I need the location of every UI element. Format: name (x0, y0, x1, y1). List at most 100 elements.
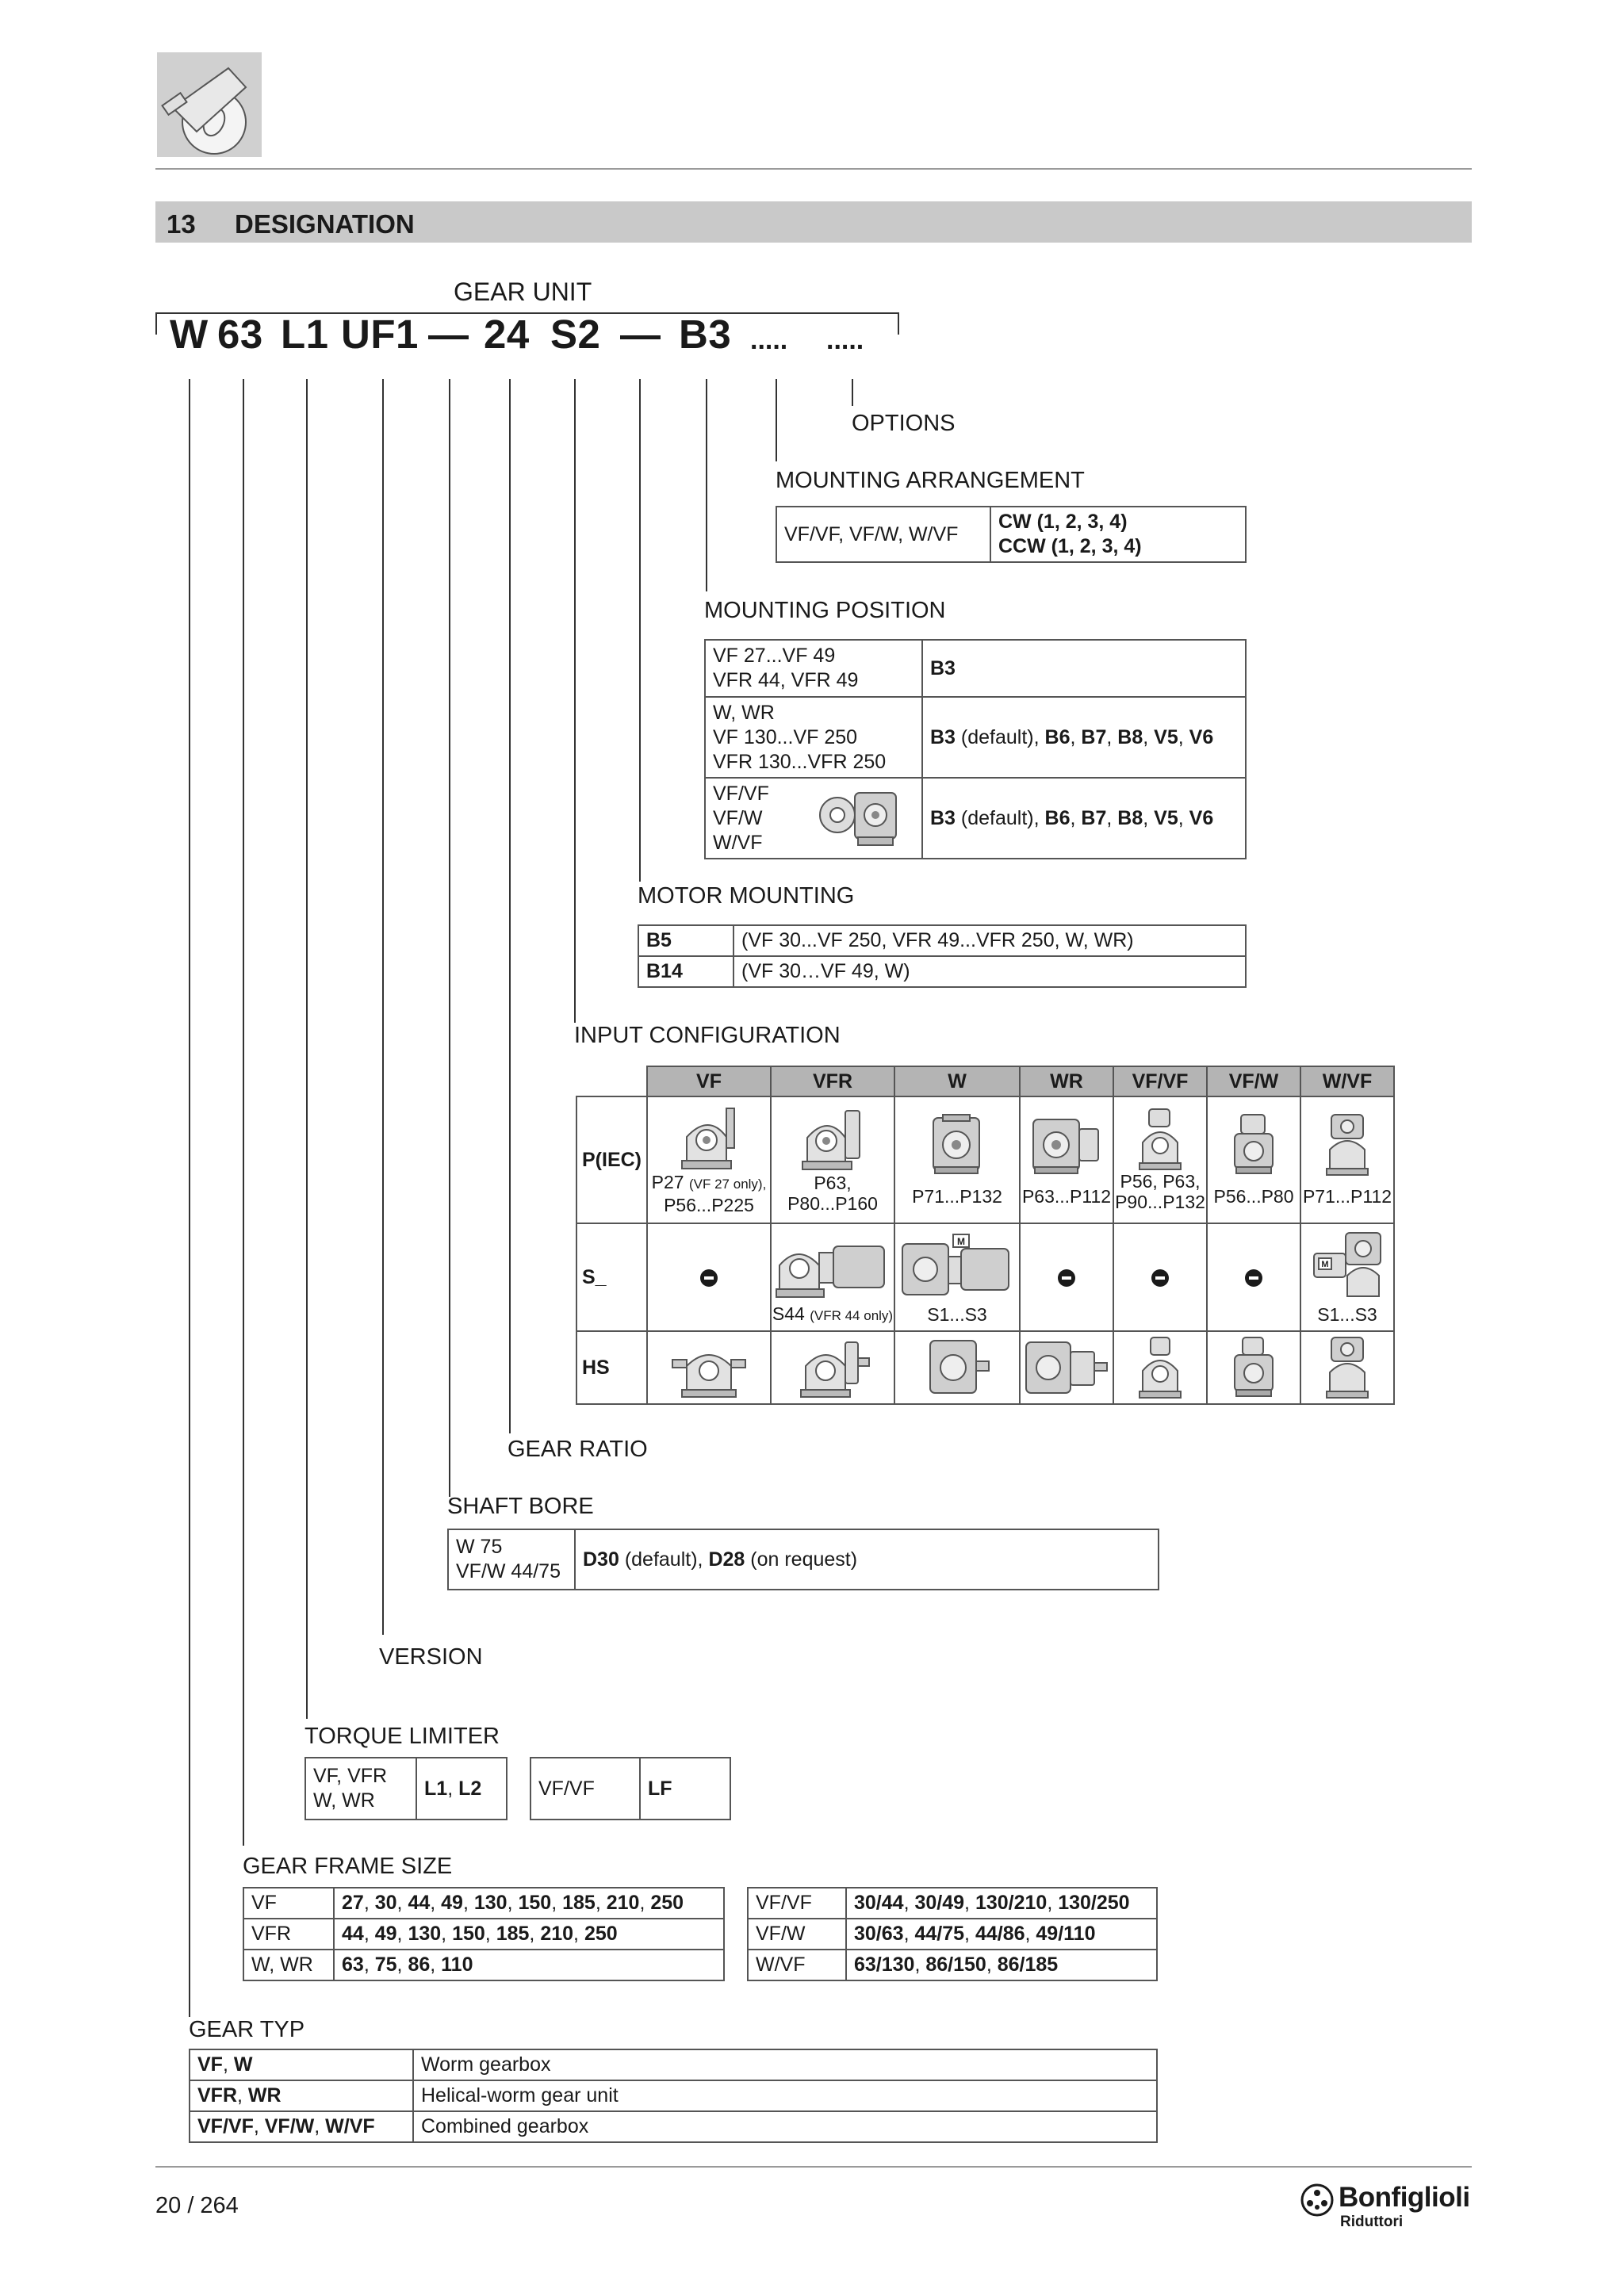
gear-unit-label: GEAR UNIT (454, 277, 592, 306)
ma-cw: CW (1, 2, 3, 4) (998, 511, 1128, 533)
code-dots-2: ..... (826, 325, 864, 355)
frame-sizes: 63/130, 86/150, 86/185 (845, 1949, 1158, 1981)
mounting-position-label: MOUNTING POSITION (704, 598, 946, 623)
vfr-hs-image (800, 1341, 870, 1398)
gear-frame-size-label: GEAR FRAME SIZE (243, 1854, 453, 1879)
vfw-hs-image (1234, 1337, 1274, 1397)
sb-type: VF/W 44/75 (456, 1560, 561, 1582)
cfg-col-header: VFR (770, 1066, 895, 1097)
vfr-s-image (776, 1245, 885, 1298)
gt-desc: Helical-worm gear unit (412, 2080, 1158, 2112)
motor-mounting-table: B5 (VF 30...VF 250, VFR 49...VFR 250, W,… (638, 924, 1247, 988)
options-label: OPTIONS (852, 411, 956, 436)
vfvf-p-image (1139, 1108, 1182, 1170)
cfg-col-header: VF/VF (1113, 1066, 1208, 1097)
motor-badge: M (1321, 1260, 1328, 1269)
wr-hs-image (1025, 1341, 1108, 1394)
gt-codes: VF/VF, VF/W, W/VF (189, 2110, 414, 2143)
frame-sizes: 27, 30, 44, 49, 130, 150, 185, 210, 250 (333, 1887, 725, 1919)
code-version: UF1 (341, 312, 419, 357)
code-torque-limiter: L1 (281, 312, 329, 357)
frame-sizes: 30/44, 30/49, 130/210, 130/250 (845, 1887, 1158, 1919)
code-frame-size: 63 (217, 312, 263, 357)
line-motor-mounting (639, 379, 641, 882)
bonfiglioli-logo-icon (1300, 2183, 1334, 2217)
line-shaft-bore (449, 379, 450, 1497)
gt-codes: VFR, WR (189, 2080, 414, 2112)
mm-desc: (VF 30…VF 49, W) (733, 955, 1247, 988)
mp-type: VF 130...VF 250 (713, 725, 858, 748)
not-available-icon (1151, 1269, 1169, 1287)
brand-logo: Bonfiglioli Riduttori (1300, 2182, 1475, 2233)
brand-subtitle: Riduttori (1340, 2214, 1404, 2230)
wvf-p-image (1326, 1114, 1369, 1176)
line-mounting-arrangement (776, 379, 777, 461)
line-options (852, 379, 853, 406)
mounting-arrangement-table: VF/VF, VF/W, W/VF CW (1, 2, 3, 4)CCW (1,… (776, 506, 1247, 563)
w-hs-image (929, 1340, 990, 1394)
vfr-p-image (802, 1110, 860, 1170)
mp-type: VF/W (713, 806, 763, 829)
vfw-p-image (1234, 1114, 1274, 1174)
bracket-top (155, 312, 899, 314)
mp-default: B3 (930, 806, 956, 829)
wvf-s-image: M (1313, 1232, 1381, 1297)
chapter-icon (157, 52, 262, 157)
mp-type: VF 27...VF 49 (713, 645, 836, 667)
mm-code: B5 (638, 924, 734, 957)
mp-type: W, WR (713, 701, 775, 724)
gear-typ-label: GEAR TYP (189, 2017, 305, 2042)
mp-value: B3 (921, 639, 1247, 698)
code-ratio: 24 (484, 312, 530, 357)
frame-sizes: 63, 75, 86, 110 (333, 1949, 725, 1981)
code-position: B3 (679, 312, 732, 357)
cfg-col-header: VF (646, 1066, 772, 1097)
cfg-col-header: VF/W (1206, 1066, 1301, 1097)
cfg-row-label: P(IEC) (576, 1096, 648, 1224)
cfg-row-label: HS (576, 1330, 648, 1405)
not-available-icon (1058, 1269, 1075, 1287)
w-s-image: M (902, 1234, 1009, 1295)
not-available-icon (700, 1269, 718, 1287)
gt-desc: Worm gearbox (412, 2049, 1158, 2081)
ma-types: VF/VF, VF/W, W/VF (776, 506, 991, 563)
mp-default: B3 (930, 725, 956, 748)
code-gear-type: W (170, 312, 209, 357)
sb-default: D30 (583, 1548, 619, 1571)
mp-type: VFR 130...VFR 250 (713, 750, 887, 773)
code-dots-1: ..... (750, 325, 788, 355)
line-input-config (574, 379, 576, 1023)
cfg-col-header: W/VF (1300, 1066, 1395, 1097)
sb-type: W 75 (456, 1536, 503, 1558)
code-dash-2: — (620, 312, 661, 357)
mounting-arrangement-label: MOUNTING ARRANGEMENT (776, 468, 1085, 493)
bottom-rule (155, 2166, 1472, 2168)
line-torque-limiter (306, 379, 308, 1719)
w-p-image (933, 1114, 980, 1174)
mp-type: VF/VF (713, 782, 769, 805)
section-heading: 13 DESIGNATION (155, 201, 1472, 243)
line-frame-size (243, 379, 244, 1846)
version-label: VERSION (379, 1644, 483, 1670)
cfg-col-header: WR (1019, 1066, 1114, 1097)
frame-sizes: 44, 49, 130, 150, 185, 210, 250 (333, 1918, 725, 1950)
ma-ccw: CCW (1, 2, 3, 4) (998, 535, 1142, 557)
line-version (382, 379, 384, 1635)
gt-codes: VF, W (189, 2049, 414, 2081)
vf-hs-image (672, 1354, 746, 1398)
torque-limiter-label: TORQUE LIMITER (304, 1724, 500, 1749)
motor-badge: M (957, 1236, 965, 1247)
shaft-bore-label: SHAFT BORE (447, 1494, 594, 1519)
top-rule (155, 168, 1472, 170)
input-configuration-table: VF VFR W WR VF/VF VF/W W/VF P(IEC) P27 (… (576, 1066, 1395, 1405)
vfvf-hs-image (1139, 1337, 1182, 1399)
mp-type: VFR 44, VFR 49 (713, 669, 859, 691)
cfg-row-label: S_ (576, 1223, 648, 1332)
gear-ratio-label: GEAR RATIO (508, 1437, 648, 1462)
line-mounting-position (706, 379, 707, 591)
section-title: DESIGNATION (235, 209, 415, 239)
